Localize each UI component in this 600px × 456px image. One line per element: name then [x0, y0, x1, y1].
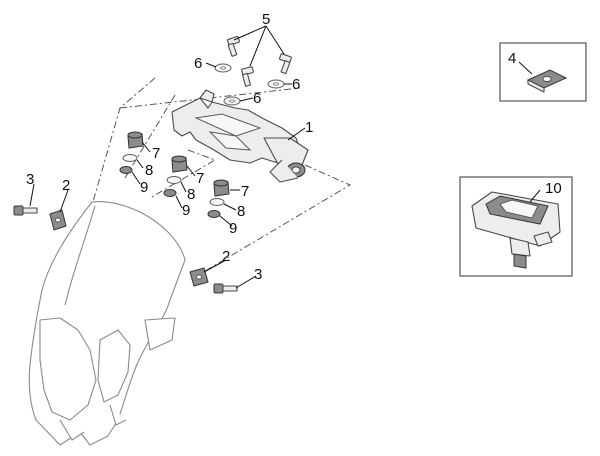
left-fastener: [13, 205, 67, 231]
clip-nut-2-left: [49, 209, 67, 231]
screw-5-left: [227, 35, 240, 57]
callout-9: 9: [140, 179, 148, 196]
inset-part-4: [499, 42, 587, 102]
nut-9: [207, 210, 221, 218]
nut-9: [119, 166, 133, 174]
inset-part-10: [459, 176, 573, 277]
callout-5: 5: [262, 11, 270, 28]
guide-line-right: [189, 164, 352, 281]
washers-6: [214, 63, 285, 106]
screw-5-right: [279, 53, 292, 75]
mount-stack-right: [207, 179, 230, 218]
guide-line-inner: [124, 94, 176, 179]
callout-7: 7: [241, 183, 249, 200]
callout-6: 6: [194, 55, 202, 72]
guide-line-center: [149, 149, 217, 199]
mount-stack-left: [119, 131, 144, 174]
washer-8: [209, 198, 225, 206]
callout-1: 1: [305, 119, 313, 136]
callout-7: 7: [152, 145, 160, 162]
callout-7: 7: [196, 170, 204, 187]
callout-8: 8: [145, 162, 153, 179]
callout-9: 9: [182, 202, 190, 219]
washer-8: [166, 176, 182, 184]
callout-10: 10: [545, 180, 562, 197]
callout-9: 9: [229, 220, 237, 237]
right-fastener: [189, 267, 238, 294]
instrument-cluster-10: [471, 191, 561, 269]
leader-lines: [29, 25, 541, 289]
clip-nut-2-right: [189, 267, 209, 287]
callout-6: 6: [253, 90, 261, 107]
headlight-fairing: [28, 201, 186, 446]
nut-9: [163, 189, 177, 197]
callout-3: 3: [254, 266, 262, 283]
washer-8: [122, 154, 138, 162]
callout-3: 3: [26, 171, 34, 188]
screw-5-middle: [241, 66, 254, 87]
callout-4: 4: [508, 50, 516, 67]
clip-plate-4: [526, 69, 568, 93]
screw-3-right: [213, 283, 238, 294]
screw-3-left: [13, 205, 38, 216]
callout-8: 8: [187, 186, 195, 203]
top-screws: [227, 35, 292, 87]
main-bracket: [171, 89, 309, 183]
callout-2: 2: [62, 177, 70, 194]
callout-8: 8: [237, 203, 245, 220]
callout-6: 6: [292, 76, 300, 93]
mount-stack-middle: [163, 155, 188, 197]
callout-2: 2: [222, 248, 230, 265]
callout-labels: 5 6 6 6 1 7 8 9 7 8 9 7 8 9 3 2 2 3 4 10: [26, 11, 562, 283]
